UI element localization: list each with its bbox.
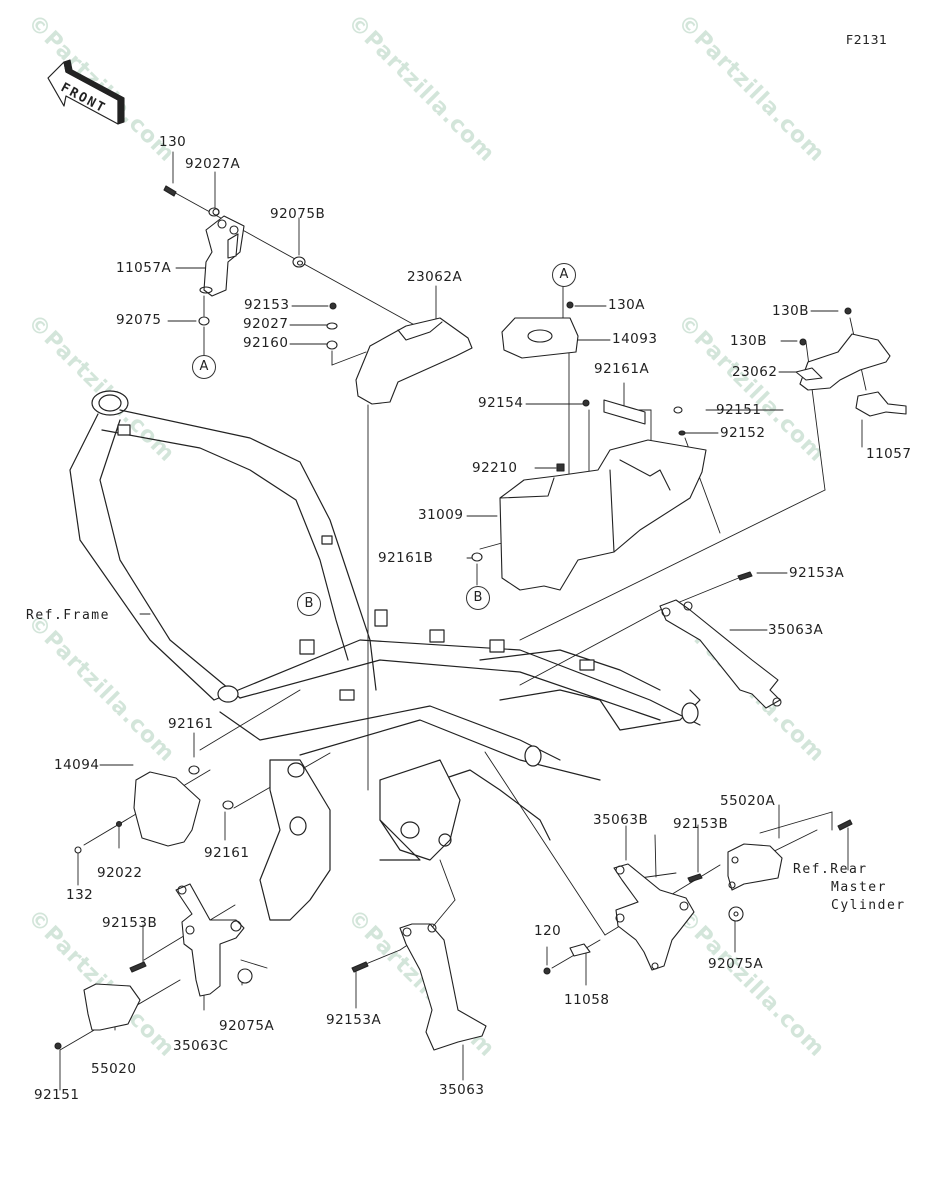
frame[interactable]	[69, 390, 701, 921]
part-label-92022[interactable]: 92022	[97, 865, 143, 881]
footrest-bracket-35063[interactable]	[399, 923, 487, 1051]
bolt-icon[interactable]	[799, 338, 807, 346]
figure-code: F2131	[846, 32, 888, 47]
heel-guard-55020a[interactable]	[727, 843, 783, 891]
bracket-11057a[interactable]	[199, 215, 245, 297]
part-label-92210[interactable]: 92210	[472, 460, 518, 476]
grommet-icon[interactable]	[471, 552, 483, 562]
bracket-11057[interactable]	[855, 391, 907, 417]
part-label-92154[interactable]: 92154	[478, 395, 524, 411]
callout-b-case[interactable]: B	[466, 586, 490, 610]
ref-rear-master-line1: Ref.Rear	[793, 862, 868, 877]
cover-14094[interactable]	[133, 771, 201, 847]
part-label-92075b[interactable]: 92075B	[270, 206, 326, 222]
part-label-92075a-right[interactable]: 92075A	[708, 956, 764, 972]
callout-b-frame[interactable]: B	[297, 592, 321, 616]
bolt-icon[interactable]	[543, 967, 551, 975]
part-label-92153a-right[interactable]: 92153A	[789, 565, 845, 581]
part-label-35063[interactable]: 35063	[439, 1082, 485, 1098]
rubber-damper-icon[interactable]	[237, 968, 253, 984]
part-label-35063c[interactable]: 35063C	[173, 1038, 229, 1054]
part-label-11057a[interactable]: 11057A	[116, 260, 172, 276]
part-label-92153b-left[interactable]: 92153B	[102, 915, 158, 931]
part-label-130[interactable]: 130	[159, 134, 187, 150]
part-label-92161-lower[interactable]: 92161	[204, 845, 250, 861]
plate-11058[interactable]	[569, 943, 591, 957]
bolt-icon[interactable]	[687, 873, 703, 883]
battery-case-31009[interactable]	[499, 439, 707, 591]
part-label-92027[interactable]: 92027	[243, 316, 289, 332]
part-label-92161-upper[interactable]: 92161	[168, 716, 214, 732]
grommet-icon[interactable]	[198, 316, 210, 326]
leader-lines	[59, 151, 867, 1091]
part-label-31009[interactable]: 31009	[418, 507, 464, 523]
bolt-icon[interactable]	[837, 819, 853, 831]
ref-frame-label: Ref.Frame	[26, 608, 110, 623]
callout-a-left[interactable]: A	[192, 355, 216, 379]
part-label-11058[interactable]: 11058	[564, 992, 610, 1008]
part-label-23062[interactable]: 23062	[732, 364, 778, 380]
pad-92161a[interactable]	[603, 399, 646, 425]
bracket-23062a[interactable]	[355, 317, 473, 405]
part-label-92161b[interactable]: 92161B	[378, 550, 434, 566]
bolt-icon[interactable]	[129, 961, 147, 973]
ref-rear-master-line2: Master	[831, 880, 887, 895]
part-label-14094[interactable]: 14094	[54, 757, 100, 773]
part-label-14093[interactable]: 14093	[612, 331, 658, 347]
bracket-23062[interactable]	[795, 333, 891, 391]
part-label-130b[interactable]: 130B	[730, 333, 768, 349]
collar-icon[interactable]	[208, 207, 220, 217]
ref-rear-master-line3: Cylinder	[831, 898, 906, 913]
grommet-icon[interactable]	[292, 256, 306, 268]
part-label-92075[interactable]: 92075	[116, 312, 162, 328]
bolt-icon[interactable]	[163, 185, 177, 197]
bolt-icon[interactable]	[582, 399, 590, 407]
part-label-92153b-right[interactable]: 92153B	[673, 816, 729, 832]
collar-icon[interactable]	[188, 765, 200, 775]
washer-icon[interactable]	[115, 820, 123, 828]
part-label-132[interactable]: 132	[66, 887, 94, 903]
collar-icon[interactable]	[222, 800, 234, 810]
heel-guard-55020[interactable]	[83, 983, 141, 1031]
part-label-35063a[interactable]: 35063A	[768, 622, 824, 638]
bolt-icon[interactable]	[566, 301, 574, 309]
part-label-92075a-left[interactable]: 92075A	[219, 1018, 275, 1034]
part-label-130a[interactable]: 130A	[608, 297, 646, 313]
screw-icon[interactable]	[673, 406, 683, 414]
bolt-icon[interactable]	[351, 961, 369, 973]
part-label-92151-top[interactable]: 92151	[716, 402, 762, 418]
bolt-icon[interactable]	[74, 846, 82, 854]
part-label-92152[interactable]: 92152	[720, 425, 766, 441]
bolt-icon[interactable]	[844, 307, 852, 315]
part-label-92027a[interactable]: 92027A	[185, 156, 241, 172]
part-label-92161a[interactable]: 92161A	[594, 361, 650, 377]
part-label-35063b[interactable]: 35063B	[593, 812, 649, 828]
footrest-bracket-35063b[interactable]	[613, 863, 695, 971]
part-label-11057[interactable]: 11057	[866, 446, 912, 462]
callout-a-right[interactable]: A	[552, 263, 576, 287]
footrest-bracket-35063c[interactable]	[175, 883, 245, 997]
part-label-120[interactable]: 120	[534, 923, 562, 939]
bolt-icon[interactable]	[737, 571, 753, 581]
part-label-23062a[interactable]: 23062A	[407, 269, 463, 285]
battery-cover-14093[interactable]	[501, 317, 579, 359]
screw-icon[interactable]	[329, 302, 337, 310]
front-arrow-icon: FRONT	[47, 59, 125, 125]
washer-icon[interactable]	[326, 322, 338, 330]
part-label-92151-bottom[interactable]: 92151	[34, 1087, 80, 1103]
rubber-damper-icon[interactable]	[728, 906, 744, 922]
clip-icon[interactable]	[556, 463, 565, 472]
grommet-icon[interactable]	[326, 340, 338, 350]
part-label-92153[interactable]: 92153	[244, 297, 290, 313]
part-label-55020a[interactable]: 55020A	[720, 793, 776, 809]
footrest-bracket-35063a[interactable]	[659, 599, 782, 709]
part-label-55020[interactable]: 55020	[91, 1061, 137, 1077]
part-label-130b-top[interactable]: 130B	[772, 303, 810, 319]
clip-icon[interactable]	[678, 430, 686, 436]
screw-icon[interactable]	[54, 1042, 62, 1050]
part-label-92153a-bottom[interactable]: 92153A	[326, 1012, 382, 1028]
part-label-92160[interactable]: 92160	[243, 335, 289, 351]
